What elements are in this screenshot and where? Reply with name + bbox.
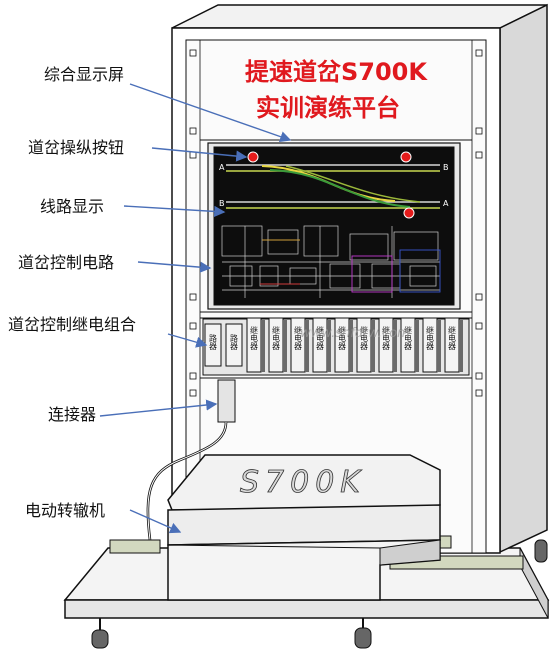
relay-label-12: 继电器: [448, 325, 457, 351]
relay-label-3: 继电器: [250, 325, 259, 351]
track-mark-a-right: A: [443, 199, 449, 208]
relay-label-8: 继电器: [360, 325, 369, 351]
label-switch-machine: 电动转辙机: [25, 501, 105, 520]
label-control-circuit: 道岔控制电路: [18, 253, 114, 272]
relay-group: 路器 路器 继电器 继电器 继电器 继电器 继电器 继电器 继电器 继电器 继电…: [202, 317, 470, 376]
panel-title-line1: 提速道岔S700K: [245, 58, 428, 86]
relay-labels: 路器 路器 继电器 继电器 继电器 继电器 继电器 继电器 继电器 继电器 继电…: [209, 325, 457, 351]
relay-label-7: 继电器: [338, 325, 347, 351]
track-mark-b-left: B: [219, 199, 225, 208]
panel-title-line2: 实训演练平台: [256, 94, 400, 122]
caster-wheels: [91, 539, 548, 649]
control-circuit-schematic: [221, 225, 440, 298]
relay-label-6: 继电器: [316, 325, 325, 351]
control-circuit-highlights: [260, 239, 441, 293]
label-switch-buttons: 道岔操纵按钮: [28, 138, 124, 157]
relay-label-11: 继电器: [426, 325, 435, 351]
relay-label-4: 继电器: [272, 325, 281, 351]
label-display-screen: 综合显示屏: [44, 65, 124, 84]
relay-label-2: 路器: [230, 333, 239, 351]
relay-label-9: 继电器: [382, 325, 391, 351]
display-screen: A B B A: [207, 142, 461, 310]
relay-label-5: 继电器: [294, 325, 303, 351]
track-layout: [226, 164, 440, 209]
machine-label: S700K: [240, 465, 366, 500]
switch-button-2[interactable]: [400, 151, 412, 163]
label-connector: 连接器: [48, 405, 96, 424]
track-mark-b-top: B: [443, 163, 449, 172]
watermark: www.shfdtw.com: [300, 326, 410, 341]
track-mark-a-top: A: [219, 163, 225, 172]
label-relay-group: 道岔控制继电组合: [8, 315, 136, 334]
switch-button-1[interactable]: [247, 151, 259, 163]
relay-label-1: 路器: [209, 333, 218, 351]
relay-label-10: 继电器: [404, 325, 413, 351]
label-line-display: 线路显示: [40, 197, 104, 216]
relay-units: [204, 317, 463, 373]
leader-arrows: [99, 83, 292, 534]
callout-labels: 综合显示屏 道岔操纵按钮 线路显示 道岔控制电路 道岔控制继电组合 连接器 电动…: [8, 65, 136, 520]
connector: [146, 379, 236, 541]
switch-machine: S700K: [109, 454, 524, 601]
switch-button-3[interactable]: [403, 207, 415, 219]
